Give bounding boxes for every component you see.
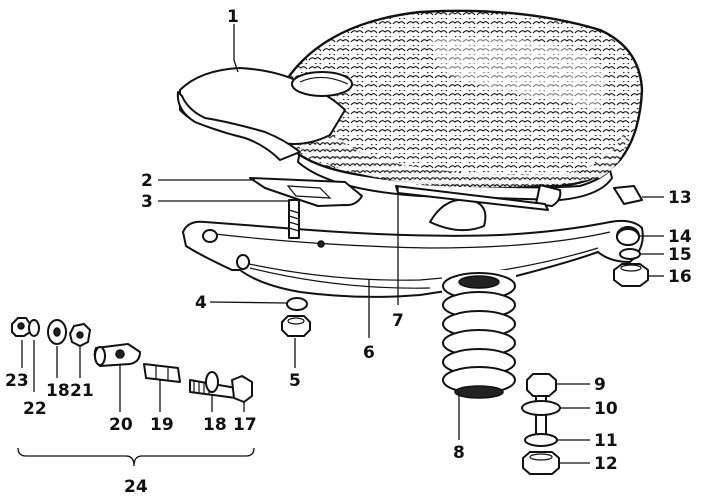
- part-18-washer-right: [205, 371, 219, 393]
- part-19-spacer: [143, 363, 181, 383]
- part-4-washer: [286, 297, 308, 311]
- seat-rod: [395, 185, 549, 211]
- callout-17: 17: [233, 415, 257, 435]
- part-21-nut: [69, 323, 91, 347]
- leader-lines: [17, 24, 664, 467]
- part-13-block: [613, 185, 643, 205]
- callout-18-left: 18: [46, 381, 70, 401]
- part-11-washer: [524, 433, 558, 447]
- coil-spring: [442, 270, 516, 399]
- part-22-washer: [28, 319, 40, 337]
- part-14-eye: [616, 228, 640, 246]
- callout-24: 24: [124, 477, 148, 496]
- callout-5: 5: [289, 371, 301, 391]
- callout-16: 16: [668, 267, 692, 287]
- part-16-nut: [613, 263, 649, 287]
- callout-2: 2: [141, 171, 153, 191]
- callout-7: 7: [392, 311, 404, 331]
- seat-cushion: [176, 9, 644, 207]
- callout-4: 4: [195, 293, 207, 313]
- callout-23: 23: [5, 371, 29, 391]
- callout-15: 15: [668, 245, 692, 265]
- part-18-washer-left: [47, 319, 67, 345]
- callout-19: 19: [150, 415, 174, 435]
- part-17-bolt: [189, 375, 253, 403]
- callout-21: 21: [70, 381, 94, 401]
- part-12-nut: [522, 451, 560, 475]
- callout-22: 22: [23, 399, 47, 419]
- callout-14: 14: [668, 227, 692, 247]
- callout-11: 11: [594, 431, 618, 451]
- part-23-nut: [11, 317, 31, 337]
- callout-8: 8: [453, 443, 465, 463]
- part-20-sleeve: [93, 343, 141, 367]
- callout-13: 13: [668, 188, 692, 208]
- callout-6: 6: [363, 343, 375, 363]
- clamp-plate: [249, 177, 363, 207]
- part-5-nut: [281, 315, 311, 337]
- callout-18-right: 18: [203, 415, 227, 435]
- clamp-bolt: [288, 199, 300, 239]
- seat-frame: [182, 198, 644, 298]
- callout-3: 3: [141, 192, 153, 212]
- part-10-washer: [521, 400, 561, 416]
- callout-12: 12: [594, 454, 618, 474]
- part-15-washer: [619, 248, 641, 260]
- callout-20: 20: [109, 415, 133, 435]
- callout-1: 1: [227, 7, 239, 27]
- callout-10: 10: [594, 399, 618, 419]
- callout-labels: 1 2 3 4 5 6 7 8 9 10 11 12 13 14 15 16 1…: [5, 7, 692, 496]
- callout-9: 9: [594, 375, 606, 395]
